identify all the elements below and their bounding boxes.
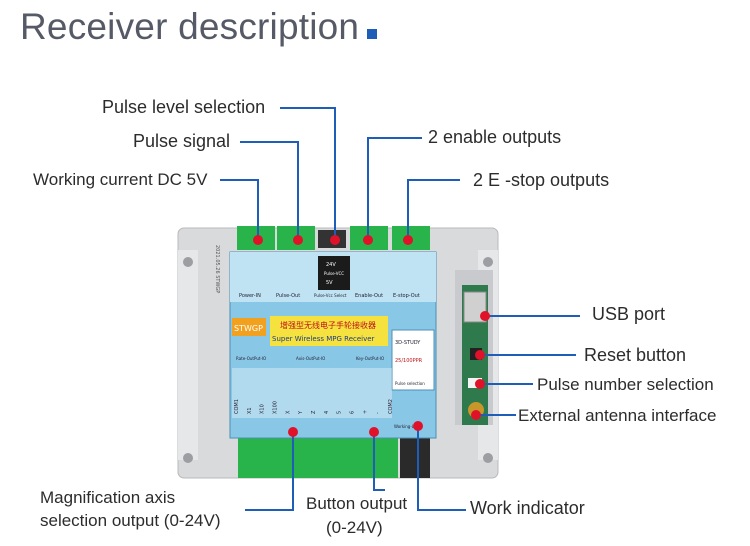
board-enable-out: Enable-Out xyxy=(355,293,383,299)
board-power-in: Power-IN xyxy=(239,293,261,299)
label-button-output-2: (0-24V) xyxy=(326,518,383,537)
board-estop-out: E-stop-Out xyxy=(393,293,420,299)
dot-antenna xyxy=(471,410,481,420)
board-brand: STWGP xyxy=(234,324,263,333)
board-axis-output: Axis-OutPut-IO xyxy=(296,356,325,361)
callout-line-enable xyxy=(367,137,422,240)
callout-line-work-indicator xyxy=(417,426,466,511)
dot-estop xyxy=(403,235,413,245)
label-estop-outputs: 2 E -stop outputs xyxy=(473,170,610,190)
board-pin-label: 6 xyxy=(350,411,356,414)
label-pulse-level: Pulse level selection xyxy=(102,97,266,117)
board-ppr: 25/100PPR xyxy=(395,358,423,364)
label-working-current: Working current DC 5V xyxy=(33,170,208,189)
label-magnification-2: selection output (0-24V) xyxy=(40,511,221,530)
label-magnification-1: Magnification axis xyxy=(40,488,176,507)
board-pin-label: X100 xyxy=(273,401,279,414)
board-study: 3D-STUDY xyxy=(395,340,421,346)
callout-dots xyxy=(253,235,490,437)
board-pulse-out: Pulse-Out xyxy=(276,293,300,299)
board-pin-label: X1 xyxy=(247,407,253,414)
board-pin-label: Z xyxy=(311,410,317,414)
label-work-indicator: Work indicator xyxy=(470,498,585,518)
board-pin-label: - xyxy=(375,412,381,414)
board-pin-label: Y xyxy=(298,410,304,415)
dot-pulse-signal xyxy=(293,235,303,245)
callout-line-pulse-signal xyxy=(240,141,299,240)
title-marker-icon xyxy=(367,29,378,39)
board-serial: 2021.05.26 STWGP xyxy=(214,245,220,293)
callout-lines xyxy=(220,107,580,511)
callout-line-working-current xyxy=(220,179,259,240)
dot-pulse-number xyxy=(475,379,485,389)
board-pin-label: 5 xyxy=(337,411,343,414)
label-pulse-number: Pulse number selection xyxy=(537,375,714,394)
dot-magnification xyxy=(288,427,298,437)
board-pulse-selection: Pulse selection xyxy=(395,381,425,386)
board-vcc-select: Pulse-Vcc Select xyxy=(314,293,347,298)
board-pin-label: COM2 xyxy=(388,399,394,414)
board-key-output: Key-OutPut-IO xyxy=(356,356,384,361)
dot-pulse-level xyxy=(330,235,340,245)
dot-work-indicator xyxy=(413,421,423,431)
board-vcc-pulse: Pulse-VCC xyxy=(324,271,344,276)
board-name-cn: 增强型无线电子手轮接收器 xyxy=(280,320,376,330)
dot-enable xyxy=(363,235,373,245)
label-pulse-signal: Pulse signal xyxy=(133,131,231,151)
board-pin-label: + xyxy=(362,410,368,414)
board-pin-label: COM1 xyxy=(234,399,240,414)
board-working-led: Working-LED xyxy=(394,424,420,429)
dot-reset xyxy=(475,350,485,360)
board-vcc-24: 24V xyxy=(326,262,336,268)
callout-line-pulse-level xyxy=(280,107,336,240)
board-rate-output: Rate-OutPut-IO xyxy=(236,356,266,361)
board-texts: STWGP 增强型无线电子手轮接收器 Super Wireless MPG Re… xyxy=(214,245,425,429)
label-usb-port: USB port xyxy=(592,304,666,324)
board-vcc-5: 5V xyxy=(326,280,333,286)
label-button-output-1: Button output xyxy=(306,494,408,513)
board-pin-label: X10 xyxy=(260,404,266,414)
board-pin-label: 4 xyxy=(324,411,330,414)
bottom-terminal-blocks xyxy=(238,438,430,478)
page-title: Receiver description xyxy=(20,6,378,48)
board-name-en: Super Wireless MPG Receiver xyxy=(272,335,375,343)
callout-line-estop xyxy=(407,179,460,240)
board-pin-label: X xyxy=(285,410,291,414)
dot-button-output xyxy=(369,427,379,437)
callout-line-button-output xyxy=(373,432,385,491)
receiver-label-sticker xyxy=(229,251,437,439)
label-enable-outputs: 2 enable outputs xyxy=(428,127,562,147)
dot-usb xyxy=(480,311,490,321)
label-reset-button: Reset button xyxy=(584,345,687,365)
dot-working-current xyxy=(253,235,263,245)
label-antenna: External antenna interface xyxy=(518,406,717,425)
callout-line-magnification xyxy=(245,432,294,511)
